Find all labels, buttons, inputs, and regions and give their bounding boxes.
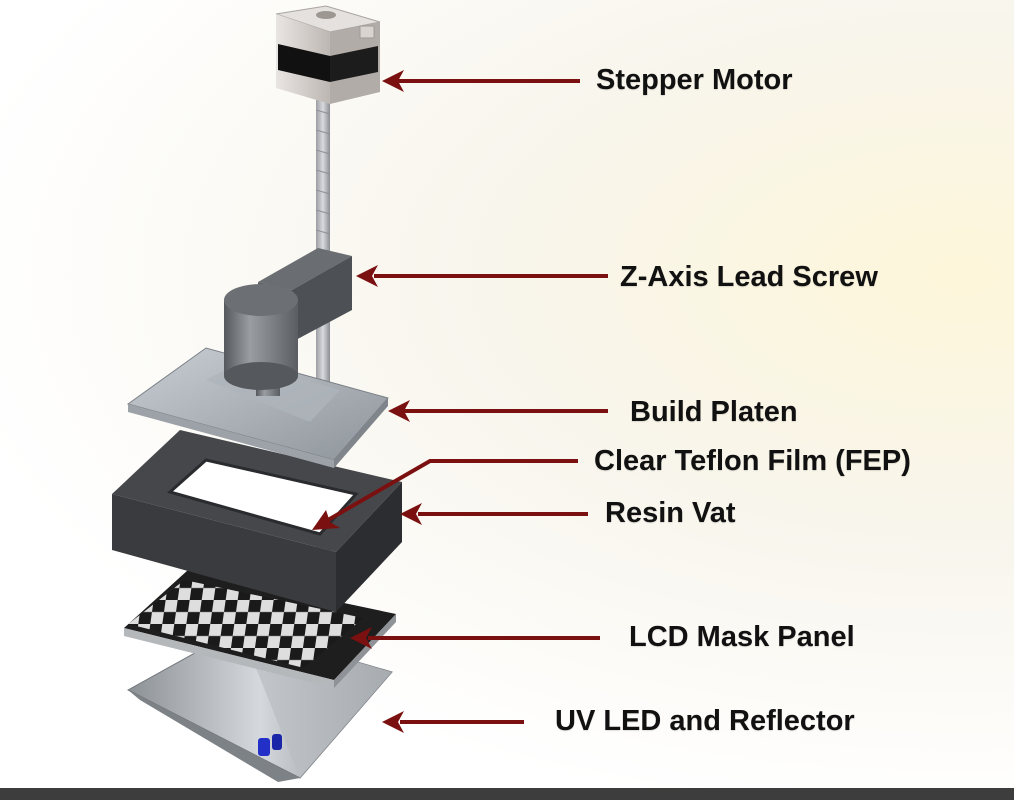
- arrowhead-icon: [382, 70, 404, 92]
- label-resin-vat: Resin Vat: [605, 497, 736, 529]
- lcd-mask-panel: [124, 570, 396, 688]
- arrow-fep-film: [326, 459, 578, 522]
- arrowhead-icon: [356, 265, 378, 287]
- uv-led-icon: [272, 734, 282, 750]
- label-stepper-motor: Stepper Motor: [596, 64, 793, 96]
- z-carriage: [224, 248, 352, 390]
- arrowhead-icon: [382, 711, 404, 733]
- label-build-platen: Build Platen: [630, 396, 798, 428]
- label-lead-screw: Z-Axis Lead Screw: [620, 261, 878, 293]
- arrowhead-icon: [400, 503, 422, 525]
- arrowhead-icon: [350, 627, 372, 649]
- label-lcd-panel: LCD Mask Panel: [629, 621, 855, 653]
- bottom-bar: [0, 788, 1014, 800]
- stepper-motor: [275, 5, 381, 104]
- arrowhead-icon: [388, 400, 410, 422]
- label-fep-film: Clear Teflon Film (FEP): [594, 445, 911, 477]
- resin-vat: [112, 430, 402, 612]
- callout-arrows: [312, 70, 608, 733]
- uv-led-icon: [258, 738, 270, 756]
- arrowhead-icon: [312, 510, 340, 530]
- label-uv-led: UV LED and Reflector: [555, 705, 855, 737]
